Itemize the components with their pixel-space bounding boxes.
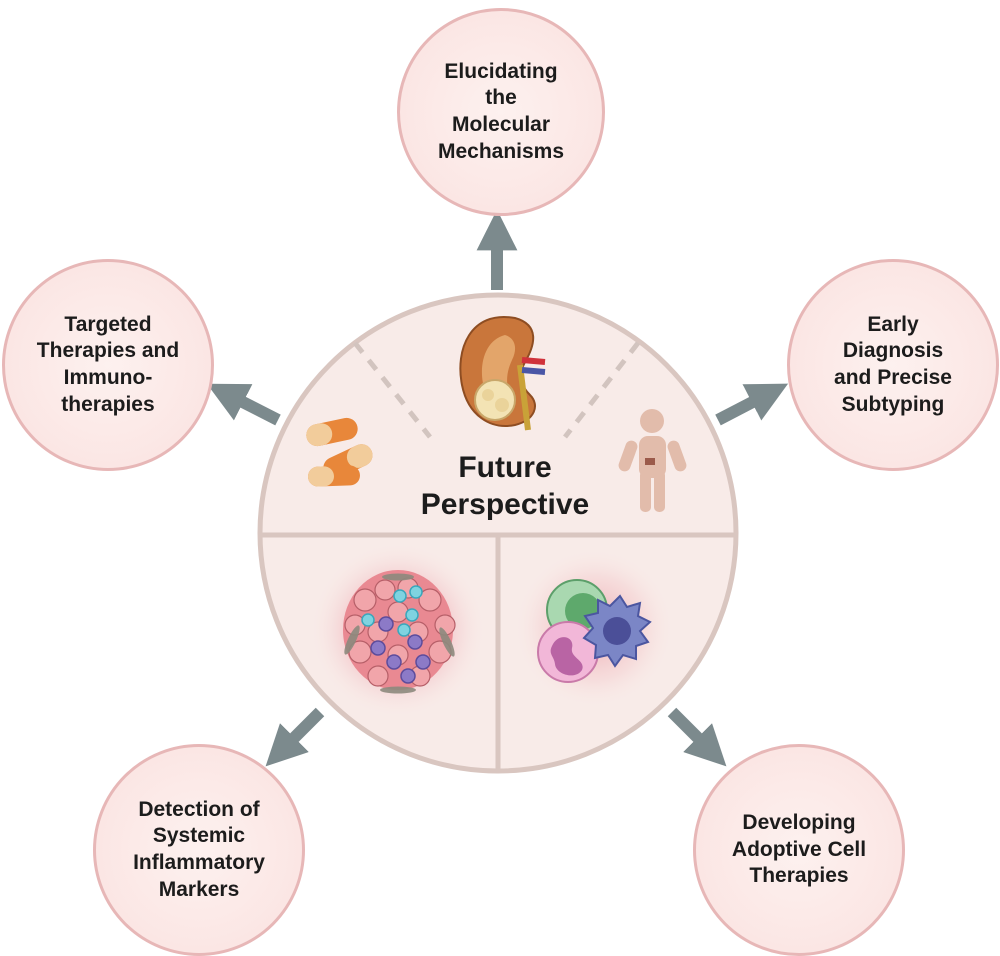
- perspective-inflammatory-markers: Detection of Systemic Inflammatory Marke…: [93, 744, 305, 956]
- arrow-down-right: [667, 707, 727, 767]
- perspective-label: Early Diagnosis and Precise Subtyping: [834, 312, 952, 416]
- perspective-label: Detection of Systemic Inflammatory Marke…: [133, 797, 265, 901]
- capsule-pills-icon: [306, 417, 373, 487]
- arrow-right: [715, 383, 789, 426]
- arrow-left: [206, 383, 281, 426]
- perspective-early-diagnosis: Early Diagnosis and Precise Subtyping: [787, 259, 999, 471]
- arrow-down-left: [265, 707, 325, 767]
- perspective-adoptive-cell-therapies: Developing Adoptive Cell Therapies: [693, 744, 905, 956]
- perspective-label: Elucidating the Molecular Mechanisms: [437, 59, 565, 163]
- perspective-targeted-therapies: Targeted Therapies and Immuno- therapies: [2, 259, 214, 471]
- tumor-tissue-icon: [310, 542, 486, 718]
- center-title: Future Perspective: [420, 451, 590, 521]
- arrows: [206, 209, 789, 767]
- perspective-label: Targeted Therapies and Immuno- therapies: [36, 312, 180, 416]
- perspective-molecular-mechanisms: Elucidating the Molecular Mechanisms: [397, 8, 605, 216]
- human-figure-icon: [618, 409, 687, 512]
- kidney-icon: [459, 315, 546, 431]
- immune-cells-icon: [514, 548, 674, 708]
- dashed-divider-right: [563, 341, 640, 439]
- perspective-label: Developing Adoptive Cell Therapies: [731, 811, 867, 888]
